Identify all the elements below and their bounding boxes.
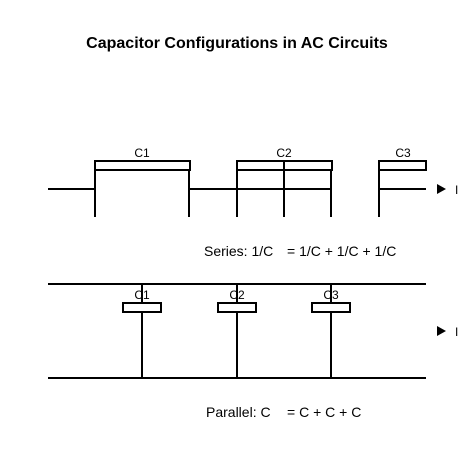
series-label-c3: C3	[395, 146, 411, 160]
series-formula-right: = 1/C + 1/C + 1/C	[287, 243, 396, 259]
series-capacitor-c2	[236, 160, 333, 217]
series-current-arrow-icon	[437, 184, 446, 194]
parallel-label-c1: C1	[134, 288, 150, 302]
series-c1-plate	[94, 160, 191, 171]
series-label-c1: C1	[134, 146, 150, 160]
parallel-capacitor-c1	[122, 284, 162, 378]
parallel-formula-left: Parallel: C	[206, 404, 271, 420]
parallel-current-label: I	[455, 325, 458, 339]
series-circuit: C1 C2 C3 I	[48, 146, 458, 217]
parallel-c1-plate	[122, 302, 162, 313]
parallel-capacitor-c2	[217, 284, 257, 378]
series-current-label: I	[455, 183, 458, 197]
series-capacitor-c1	[94, 160, 191, 217]
parallel-capacitor-c3	[311, 284, 351, 378]
series-capacitor-c3	[378, 160, 427, 217]
diagram-title: Capacitor Configurations in AC Circuits	[86, 35, 388, 52]
parallel-c2-plate	[217, 302, 257, 313]
series-formula-left: Series: 1/C	[204, 243, 273, 259]
parallel-current-arrow-icon	[437, 326, 446, 336]
parallel-c3-plate	[311, 302, 351, 313]
parallel-label-c3: C3	[323, 288, 339, 302]
series-c3-plate	[378, 160, 427, 171]
series-label-c2: C2	[276, 146, 292, 160]
parallel-circuit: C1 C2 C3 I	[48, 283, 458, 379]
parallel-formula-right: = C + C + C	[287, 404, 361, 420]
parallel-label-c2: C2	[229, 288, 245, 302]
